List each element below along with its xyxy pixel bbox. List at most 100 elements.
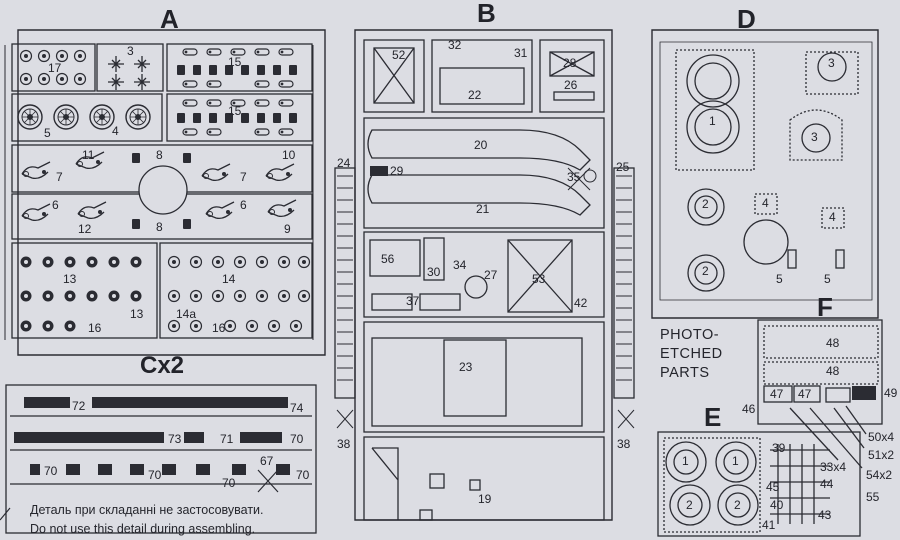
frame-a (4, 29, 326, 356)
frame-e-letter: E (704, 402, 722, 432)
part-number: 53 (532, 272, 546, 286)
part-number: 7 (56, 170, 63, 184)
part-number: 26 (564, 78, 578, 92)
photo-etched-label: PHOTO- ETCHED PARTS (660, 326, 723, 383)
part-number: 12 (78, 222, 92, 236)
frame-a-parts (17, 48, 311, 333)
part-number: 73 (168, 432, 182, 446)
part-number: 1 (682, 454, 689, 468)
part-number: 11 (82, 148, 95, 162)
part-number: 41 (762, 518, 776, 532)
part-number: 6 (240, 198, 247, 212)
note-english: Do not use this detail during assembling… (30, 522, 256, 536)
unused-mark (0, 469, 279, 521)
part-number: 34 (453, 258, 467, 272)
part-number: 49 (884, 386, 898, 400)
frame-d-letter: D (737, 4, 756, 34)
part-number: 5 (776, 272, 783, 286)
part-number: 2 (734, 498, 741, 512)
multiplier-label: Cx2 (140, 352, 185, 379)
part-number: 39 (772, 441, 786, 455)
part-number: 5 (44, 126, 51, 140)
part-number: 13 (63, 272, 77, 286)
part-number: 14a (176, 307, 197, 321)
part-number: 54x2 (866, 468, 893, 482)
frame-b-tracks (336, 167, 635, 429)
part-number: 22 (468, 88, 482, 102)
frame-a-letter: A (160, 4, 179, 34)
part-number: 4 (829, 210, 836, 224)
part-number: 2 (702, 264, 709, 278)
part-number: 42 (574, 296, 588, 310)
part-number: 4 (762, 196, 769, 210)
part-number: 1 (732, 454, 739, 468)
frame-b-letter: B (477, 0, 496, 28)
part-number: 32 (448, 38, 462, 52)
frame-f (757, 319, 883, 469)
part-number: 37 (406, 294, 420, 308)
part-49-block (852, 386, 876, 400)
part-number: 16 (212, 321, 226, 335)
part-number: 3 (811, 130, 818, 144)
part-number: 45 (766, 480, 780, 494)
part-number: 55 (866, 490, 880, 504)
part-number: 40 (770, 498, 784, 512)
part-number: 52 (392, 48, 406, 62)
part-number: 47 (770, 387, 784, 401)
part-number: 20 (474, 138, 488, 152)
part-number: 4 (112, 124, 119, 138)
part-number: 7 (240, 170, 247, 184)
part-number: 15 (228, 104, 242, 118)
part-number: 43 (818, 508, 832, 522)
part-number: 56 (381, 252, 395, 266)
part-number: 70 (222, 476, 236, 490)
track-links (14, 397, 290, 475)
part-number: 19 (478, 492, 492, 506)
part-number: 8 (156, 148, 163, 162)
part-number: 67 (260, 454, 274, 468)
part-number: 6 (52, 198, 59, 212)
part-number: 3 (127, 44, 134, 58)
part-number: 24 (337, 156, 351, 170)
part-number: 5 (824, 272, 831, 286)
part-number: 2 (702, 197, 709, 211)
part-number: 9 (284, 222, 291, 236)
photo-etched-line-2: ETCHED (660, 346, 723, 362)
track-sprue (5, 384, 317, 534)
part-number: 38 (617, 437, 631, 451)
part-number: 17 (48, 61, 62, 75)
part-number: 13 (130, 307, 144, 321)
note-ukrainian: Деталь при складанні не застосовувати. (30, 503, 264, 517)
frame-b (334, 29, 635, 521)
part-number: 48 (826, 336, 840, 350)
part-number: 8 (156, 220, 163, 234)
part-number: 70 (296, 468, 310, 482)
part-number: 21 (476, 202, 490, 216)
part-number: 28 (563, 56, 577, 70)
part-number: 29 (390, 164, 404, 178)
part-number: 44 (820, 477, 834, 491)
part-number: 47 (798, 387, 812, 401)
part-number: 74 (290, 401, 304, 415)
part-number: 14 (222, 272, 236, 286)
part-number: 70 (290, 432, 304, 446)
part-number: 51x2 (868, 448, 895, 462)
part-number: 70 (148, 468, 162, 482)
part-number: 16 (88, 321, 102, 335)
photo-etched-line-3: PARTS (660, 365, 710, 381)
frame-d (651, 29, 879, 319)
part-number: 31 (514, 46, 528, 60)
part-number: 70 (44, 464, 58, 478)
photo-etched-line-1: PHOTO- (660, 327, 720, 343)
part-number: 35 (567, 170, 581, 184)
part-number: 71 (220, 432, 234, 446)
part-number: 2 (686, 498, 693, 512)
part-number: 46 (742, 402, 756, 416)
part-number: 48 (826, 364, 840, 378)
part-number: 33x4 (820, 460, 847, 474)
part-number: 23 (459, 360, 473, 374)
frame-f-letter: F (817, 292, 833, 322)
part-number: 72 (72, 399, 86, 413)
part-number: 25 (616, 160, 630, 174)
